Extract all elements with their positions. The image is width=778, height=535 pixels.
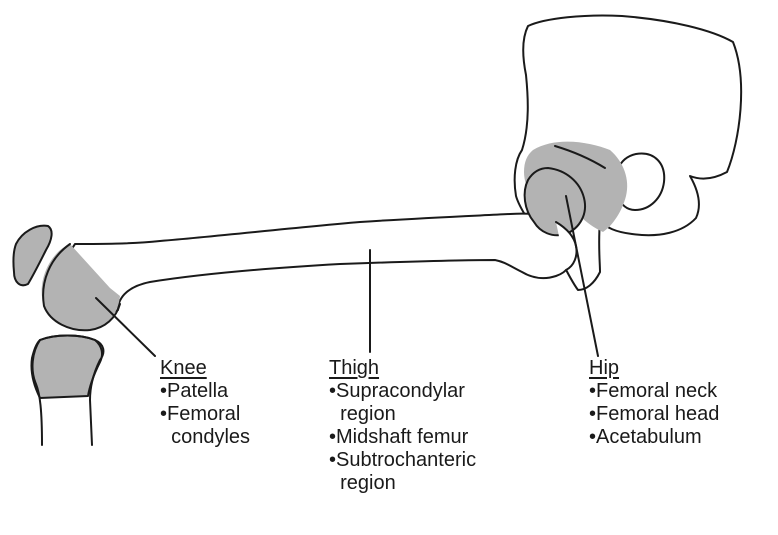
hip-item-acetabulum: •Acetabulum xyxy=(589,426,719,449)
knee-item-condyles: condyles xyxy=(160,426,250,449)
thigh-item-region-1: region xyxy=(329,403,476,426)
thigh-item-region-2: region xyxy=(329,472,476,495)
knee-heading: Knee xyxy=(160,357,250,380)
thigh-item-subtrochanteric: •Subtrochanteric xyxy=(329,449,476,472)
knee-leader-line xyxy=(96,298,155,356)
hip-label-group: Hip •Femoral neck •Femoral head •Acetabu… xyxy=(589,357,719,449)
thigh-item-supracondylar: •Supracondylar xyxy=(329,380,476,403)
knee-item-femoral: •Femoral xyxy=(160,403,250,426)
hip-item-femoral-neck: •Femoral neck xyxy=(589,380,719,403)
thigh-heading: Thigh xyxy=(329,357,476,380)
knee-label-group: Knee •Patella •Femoral condyles xyxy=(160,357,250,449)
hip-item-femoral-head: •Femoral head xyxy=(589,403,719,426)
thigh-item-midshaft: •Midshaft femur xyxy=(329,426,476,449)
hip-heading: Hip xyxy=(589,357,719,380)
knee-item-patella: •Patella xyxy=(160,380,250,403)
thigh-label-group: Thigh •Supracondylar region •Midshaft fe… xyxy=(329,357,476,495)
femur-shaft xyxy=(61,214,574,316)
